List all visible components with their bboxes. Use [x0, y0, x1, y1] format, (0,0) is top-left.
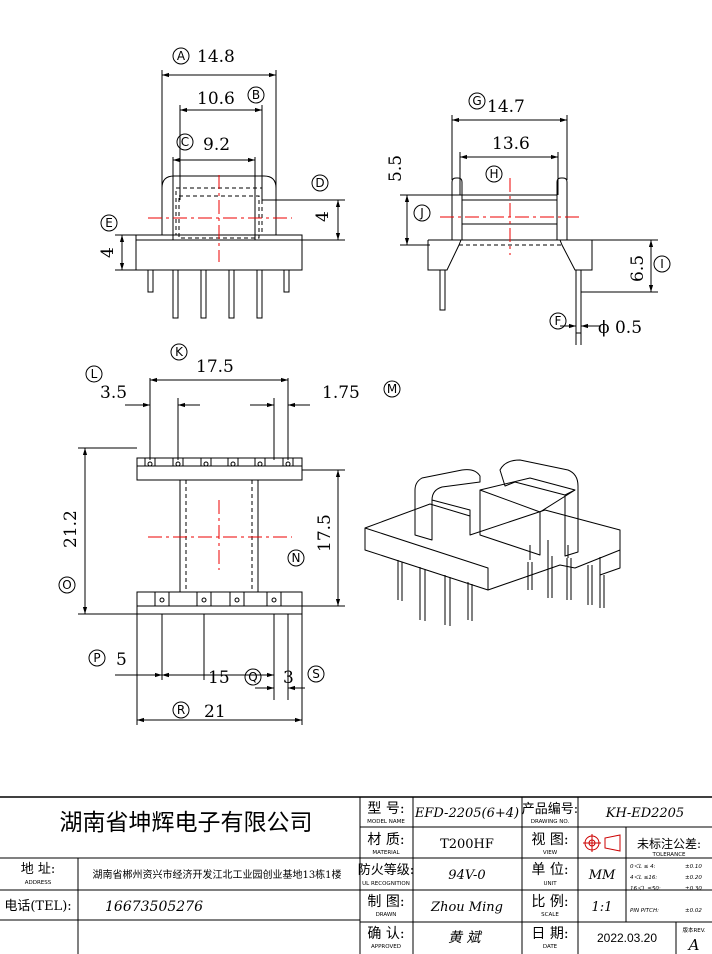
dim-f-value: ϕ 0.5: [598, 318, 642, 338]
tolerance-value-3: ±0.02: [685, 908, 702, 914]
label-r: R: [177, 703, 185, 717]
drawn-label: 制 图:: [367, 894, 404, 910]
rev-label: 版本REV.: [682, 926, 705, 934]
date-value: 2022.03.20: [597, 931, 657, 945]
dim-i-value: 6.5: [628, 255, 648, 282]
fire-label: 防火等级:: [358, 862, 414, 878]
dim-j-value: 5.5: [386, 155, 406, 182]
address-value: 湖南省郴州资兴市经济开发江北工业园创业基地13栋1楼: [92, 868, 341, 881]
title-block-texts: 湖南省坤辉电子有限公司 地 址: ADDRESS 湖南省郴州资兴市经济开发江北工…: [4, 801, 705, 954]
material-value: T200HF: [440, 837, 494, 852]
model-label: 型 号:: [367, 801, 404, 817]
drawing-no-label: 产品编号:: [522, 802, 578, 817]
scale-label: 比 例:: [531, 894, 568, 910]
approved-label: 确 认:: [367, 926, 404, 942]
label-h: H: [489, 167, 498, 181]
tel-label: 电话(TEL):: [4, 899, 71, 914]
label-o: O: [62, 578, 71, 592]
label-n: N: [292, 551, 301, 565]
dim-h-value: 13.6: [492, 134, 530, 154]
dim-a-value: 14.8: [197, 47, 235, 67]
scale-label-en: SCALE: [541, 912, 559, 918]
address-label-en: ADDRESS: [25, 880, 52, 886]
tolerance-value-2: ±0.30: [685, 886, 702, 892]
dim-k-value: 17.5: [196, 357, 234, 377]
model-value: EFD-2205(6+4): [414, 806, 519, 821]
top-right-view: [400, 115, 658, 345]
view-label-en: VIEW: [543, 850, 558, 856]
material-label-en: MATERIAL: [372, 850, 400, 856]
rev-value: A: [687, 936, 700, 954]
company-name: 湖南省坤辉电子有限公司: [60, 810, 313, 836]
label-a: A: [177, 49, 186, 63]
label-q: Q: [248, 670, 257, 684]
dim-b-value: 10.6: [197, 89, 235, 109]
scale-value: 1:1: [592, 900, 613, 915]
dim-n-value: 17.5: [315, 514, 335, 552]
drawn-label-en: DRAWN: [376, 912, 397, 918]
label-e: E: [105, 216, 113, 230]
dim-e-value: 4: [98, 247, 118, 258]
tolerance-range-3: PIN PITCH:: [630, 908, 659, 914]
unit-value: MM: [588, 868, 616, 883]
tolerance-label: 未标注公差:: [637, 836, 701, 851]
tolerance-value-1: ±0.20: [685, 875, 702, 881]
unit-label-en: UNIT: [543, 881, 557, 887]
label-f: F: [555, 314, 562, 328]
circled-label-texts: A B C D E G H J I F K L M O N P Q S R: [62, 49, 664, 717]
material-label: 材 质:: [367, 832, 404, 848]
label-d: D: [315, 176, 324, 190]
view-label: 视 图:: [531, 832, 568, 848]
isometric-view: [364, 459, 621, 626]
dim-l-value: 3.5: [100, 383, 127, 403]
drawn-value: Zhou Ming: [430, 900, 503, 915]
bottom-view: [78, 377, 345, 725]
label-k: K: [175, 345, 184, 359]
label-i: I: [660, 257, 664, 271]
tel-value: 16673505276: [105, 899, 203, 915]
label-s: S: [312, 667, 320, 681]
dim-s-value: 3: [283, 668, 294, 688]
dim-o-value: 21.2: [61, 510, 81, 548]
dim-g-value: 14.7: [487, 97, 525, 117]
model-label-en: MODEL NAME: [367, 819, 405, 825]
approved-label-en: APPROVED: [371, 944, 401, 950]
dim-m-value: 1.75: [322, 383, 360, 403]
tolerance-value-0: ±0.10: [685, 864, 702, 870]
label-b: B: [252, 88, 260, 102]
dim-r-value: 21: [204, 702, 226, 722]
label-p: P: [93, 651, 100, 665]
address-label: 地 址:: [21, 862, 56, 877]
unit-label: 单 位:: [531, 862, 568, 878]
top-left-view: [115, 70, 345, 319]
tolerance-range-0: 0＜L ≤ 4:: [630, 863, 656, 870]
label-m: M: [387, 382, 397, 396]
dim-c-value: 9.2: [203, 135, 230, 155]
drawing-no-value: KH-ED2205: [605, 806, 684, 821]
tolerance-label-en: TOLERANCE: [651, 852, 686, 858]
date-label-en: DATE: [543, 944, 558, 950]
dim-p-value: 5: [116, 650, 127, 670]
date-label: 日 期:: [531, 926, 568, 942]
tolerance-range-2: 16＜L ≤50:: [630, 885, 661, 892]
label-g: G: [472, 94, 481, 108]
circled-labels: [58, 47, 671, 719]
approved-value: 黄 斌: [448, 930, 482, 946]
title-block-frame: [0, 796, 712, 954]
label-l: L: [91, 367, 98, 381]
drawing-no-label-en: DRAWING NO.: [531, 819, 570, 825]
fire-value: 94V-0: [448, 868, 485, 883]
dim-q-value: 15: [208, 668, 230, 688]
label-c: C: [181, 135, 189, 149]
dim-d-value: 4: [313, 211, 333, 222]
tolerance-range-1: 4＜L ≤16:: [630, 874, 657, 881]
label-j: J: [419, 206, 424, 220]
fire-label-en: UL RECOGNITION: [362, 881, 410, 887]
dimension-texts: 14.8 10.6 9.2 4 4 14.7 13.6 5.5 6.5 ϕ 0.…: [61, 47, 648, 722]
